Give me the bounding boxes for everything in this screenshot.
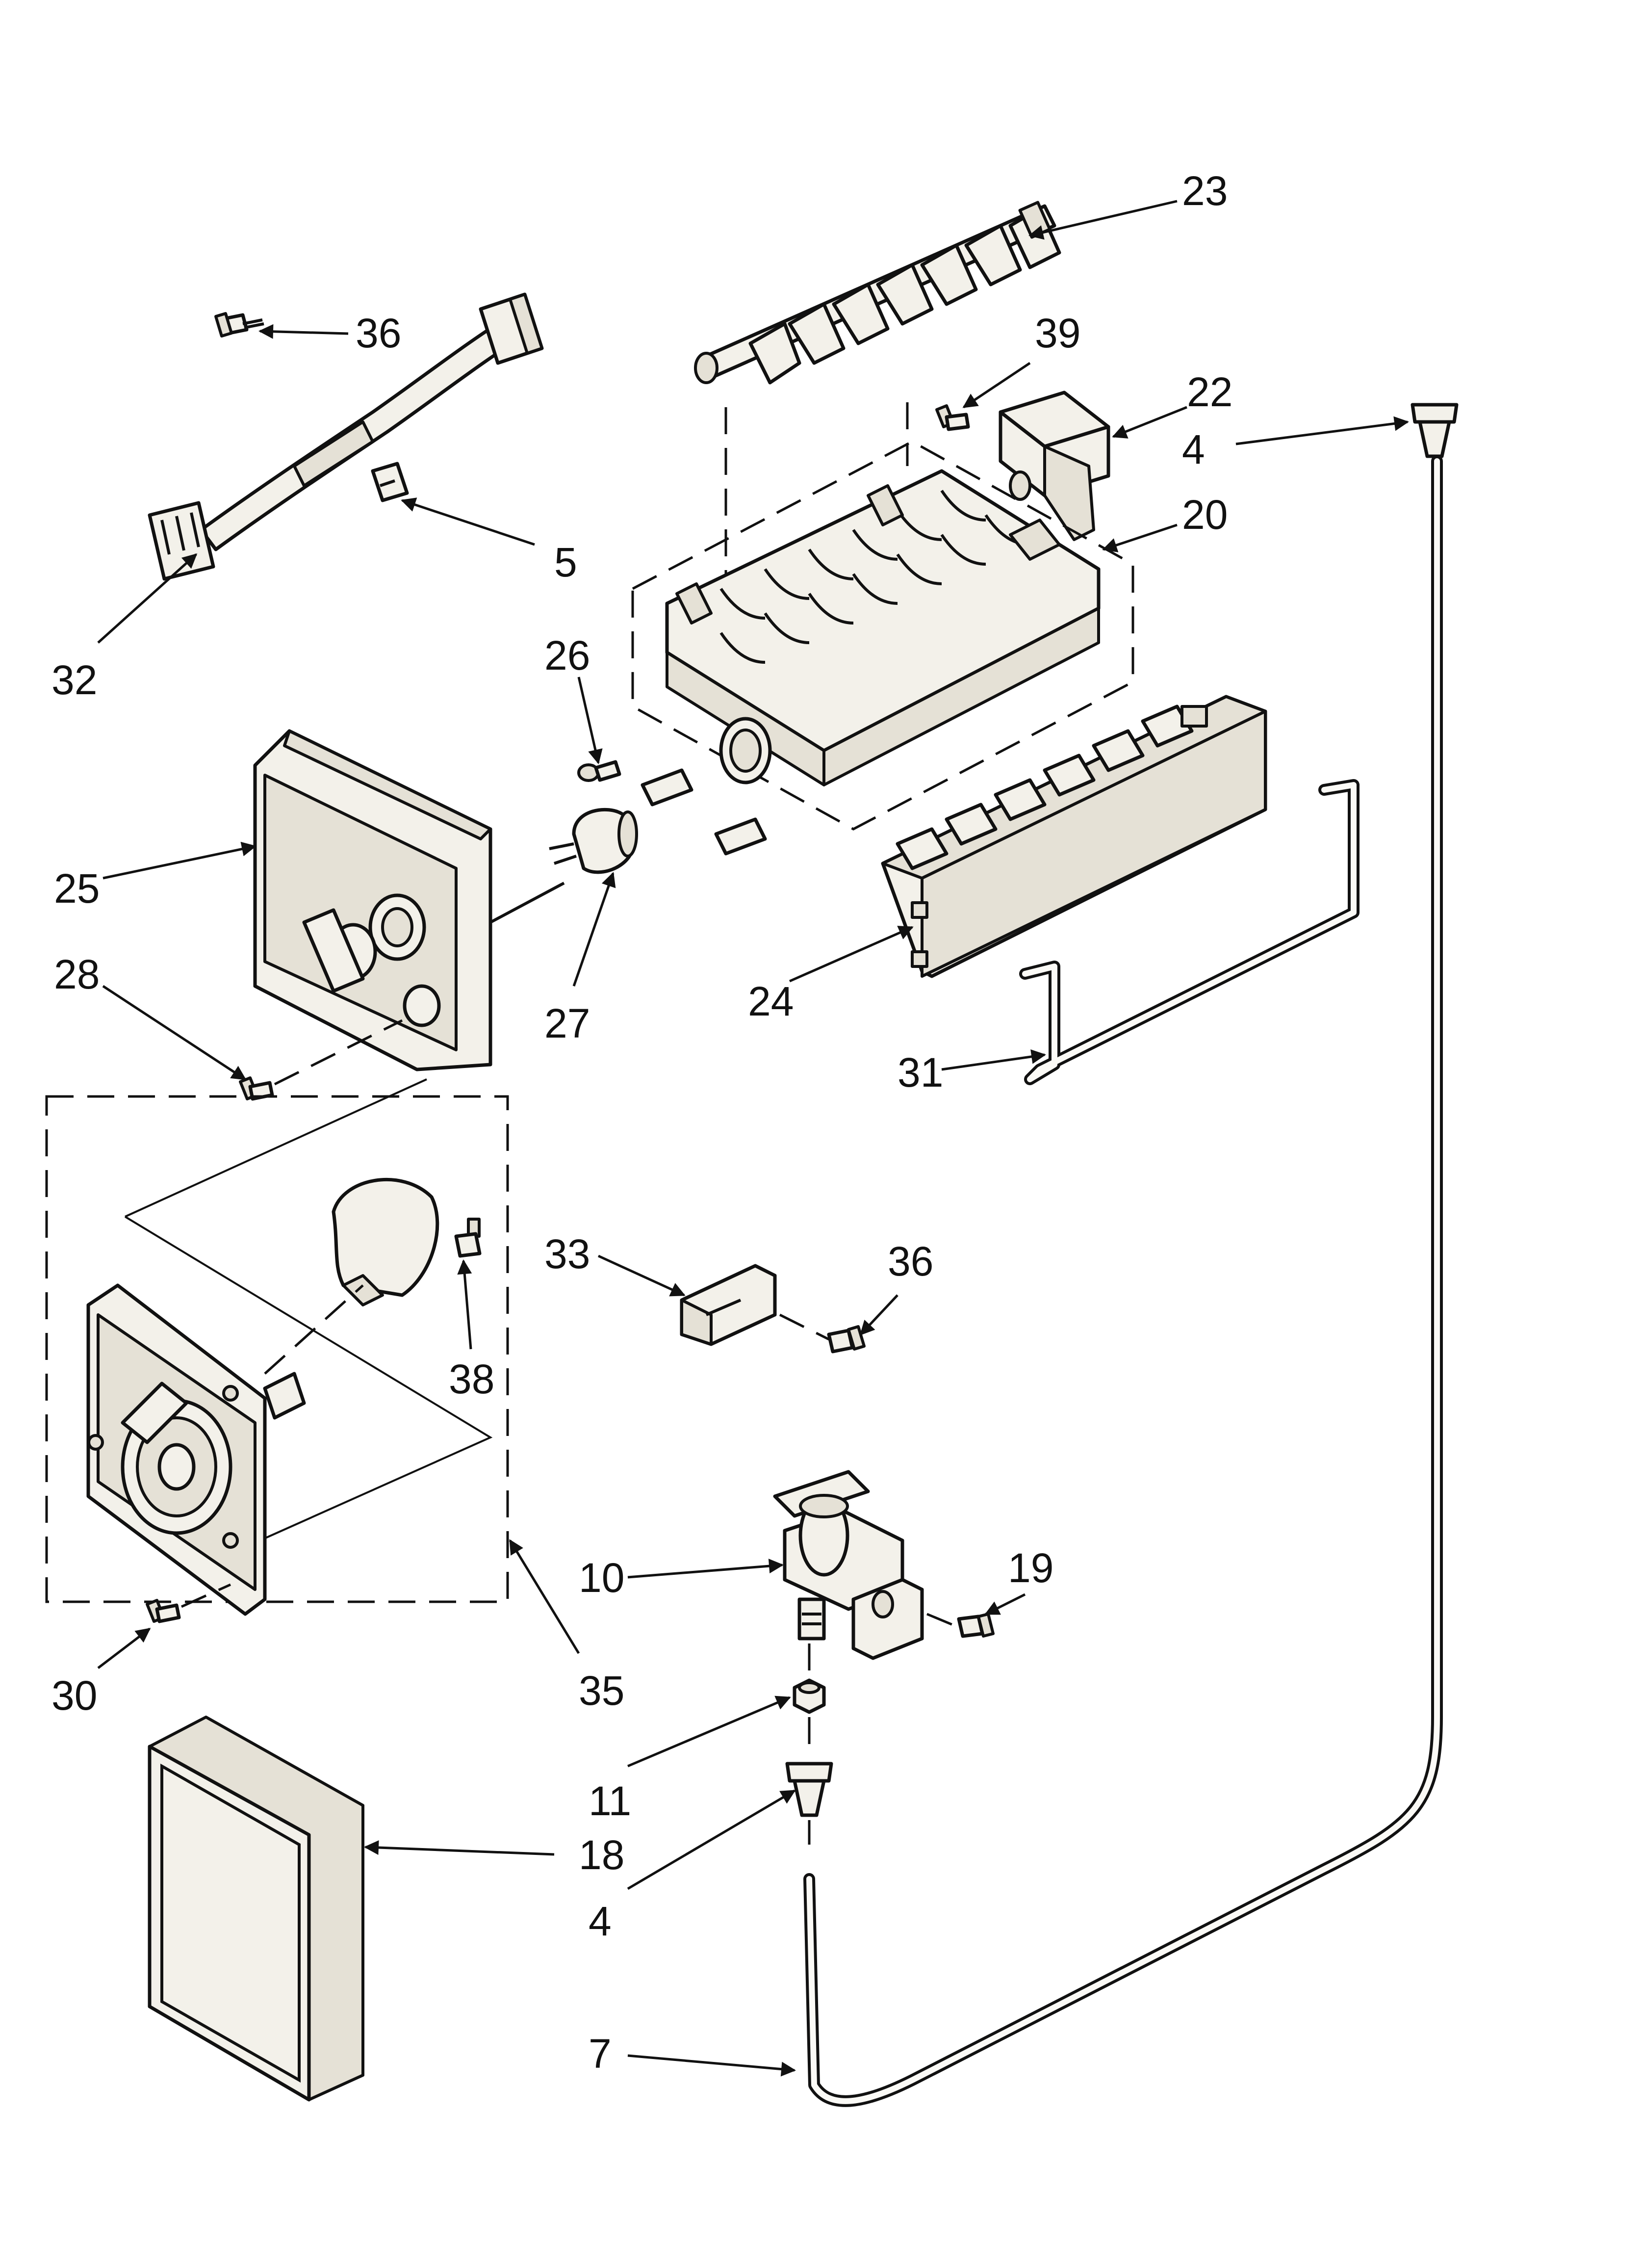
leader-26: [577, 677, 603, 764]
leader-24: [789, 926, 914, 983]
callout-32: 32: [51, 657, 97, 703]
callout-25: 25: [54, 865, 100, 912]
leader-35: [509, 1539, 580, 1654]
leader-38: [457, 1259, 472, 1350]
leader-31: [941, 1049, 1046, 1071]
leader-27: [572, 872, 616, 987]
leader-32: [97, 553, 198, 644]
leader-10: [627, 1559, 784, 1579]
callout-18: 18: [579, 1832, 624, 1878]
stripper-part: [881, 695, 1267, 978]
cover-part: [148, 1716, 364, 2102]
thermostat-part: [549, 808, 638, 874]
callout-36-bottom: 36: [888, 1238, 933, 1284]
callout-10: 10: [579, 1555, 624, 1601]
clip-part: [371, 462, 409, 502]
fill-cup-part: [999, 391, 1110, 541]
module-part: [86, 1283, 306, 1616]
bracket-part: [680, 1264, 777, 1346]
callout-33: 33: [544, 1231, 590, 1277]
leader-7: [627, 2054, 796, 2077]
screw-39: [935, 404, 970, 431]
leader-11: [627, 1695, 791, 1768]
motor-part: [332, 1177, 439, 1306]
callout-11: 11: [589, 1778, 631, 1824]
leader-4-bottom: [627, 1789, 796, 1890]
callout-30: 30: [51, 1672, 97, 1719]
leader-39: [962, 362, 1031, 409]
screw-19: [957, 1613, 995, 1638]
leader-25: [103, 841, 257, 880]
ferrule-part-lower: [785, 1762, 833, 1817]
nut-part: [793, 1678, 826, 1714]
leader-19: [984, 1593, 1026, 1616]
leader-36-top: [258, 324, 349, 339]
callout-27: 27: [544, 1000, 590, 1046]
water-tube-part: [803, 455, 1443, 2107]
ferrule-part-upper: [1411, 403, 1459, 458]
water-valve-part: [773, 1470, 924, 1660]
callout-39: 39: [1035, 310, 1080, 356]
leader-22: [1112, 406, 1187, 439]
leader-30: [97, 1628, 151, 1669]
leader-33: [597, 1254, 686, 1297]
screw-30: [146, 1599, 181, 1623]
callout-19: 19: [1008, 1545, 1053, 1591]
mold-part: [641, 469, 1101, 856]
leader-36-bottom: [859, 1294, 898, 1336]
callout-5: 5: [554, 539, 577, 585]
callout-20: 20: [1182, 492, 1228, 538]
callout-28: 28: [54, 951, 100, 997]
callout-31: 31: [898, 1049, 943, 1095]
callout-7: 7: [589, 2031, 612, 2077]
callout-36-top: 36: [356, 310, 401, 356]
callout-22: 22: [1187, 369, 1232, 415]
callout-4-bottom: 4: [589, 1898, 612, 1944]
leader-23: [1028, 200, 1178, 240]
leader-5: [401, 497, 535, 546]
wire-harness-part: [148, 292, 544, 581]
callout-35: 35: [579, 1668, 624, 1714]
leader-4-top: [1235, 416, 1409, 445]
leader-28: [102, 985, 247, 1081]
callout-23: 23: [1182, 168, 1228, 214]
screw-28: [239, 1076, 274, 1101]
housing-part: [253, 729, 565, 1071]
screw-38: [454, 1218, 482, 1258]
screw-36-top: [214, 312, 264, 338]
screw-36-bottom: [827, 1325, 866, 1354]
ejector-shaft-part: [694, 201, 1061, 385]
callout-26: 26: [544, 632, 590, 678]
leader-18: [364, 1840, 555, 1856]
callout-24: 24: [748, 978, 794, 1024]
callout-4-top: 4: [1182, 426, 1205, 472]
module-dashed-box: [45, 1095, 509, 1603]
callout-38: 38: [449, 1356, 494, 1402]
screw-26: [577, 760, 621, 782]
leader-20: [1102, 523, 1178, 552]
shutoff-arm-part: [1019, 779, 1360, 1085]
